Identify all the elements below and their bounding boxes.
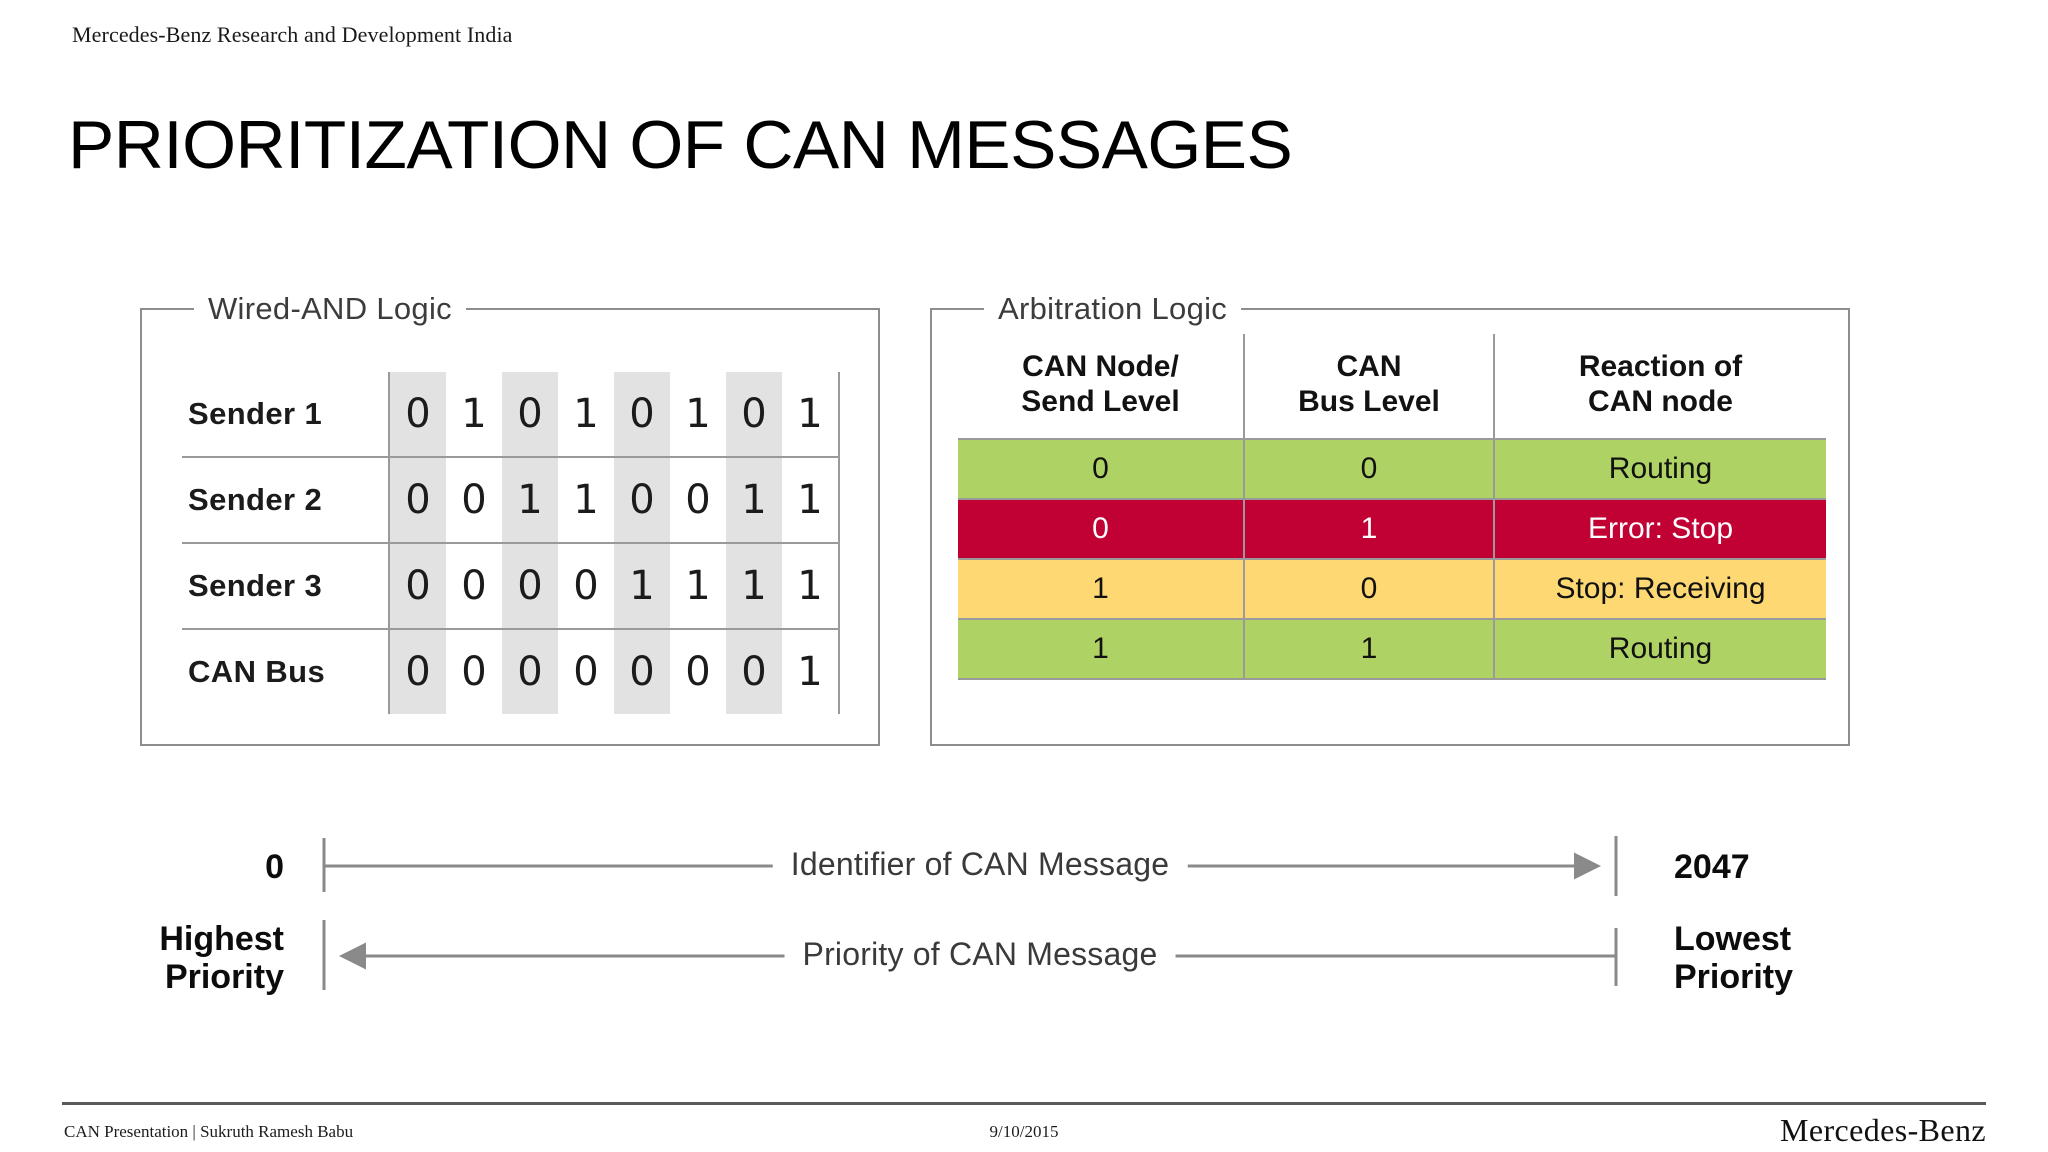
row-label: Sender 1: [188, 396, 323, 431]
arbitration-logic-group: Arbitration Logic CAN Node/Send Level CA…: [930, 291, 1850, 746]
arbitration-legend: Arbitration Logic: [984, 291, 1242, 327]
bit-cell: 1: [670, 542, 726, 629]
footer-date: 9/10/2015: [989, 1122, 1059, 1141]
identifier-left-cap: 0: [265, 848, 284, 886]
bit-cell: 1: [782, 628, 840, 714]
bit-cell: 0: [502, 372, 558, 457]
identifier-right-cap: 2047: [1674, 848, 1750, 886]
bit-cell: 1: [685, 391, 711, 437]
bit-cell: 0: [502, 628, 558, 714]
footer-divider: [62, 1102, 1986, 1105]
bit-cell: 0: [446, 542, 502, 629]
cell-send-level: 0: [958, 438, 1245, 500]
identifier-axis-label: Identifier of CAN Message: [772, 846, 1188, 883]
wired-and-legend: Wired-AND Logic: [194, 291, 466, 327]
cell-reaction: Stop: Receiving: [1494, 558, 1826, 620]
bit-cell: 0: [614, 372, 670, 457]
bit-cell: 0: [388, 372, 446, 457]
bit-cell: 0: [726, 628, 782, 714]
bit-cell: 1: [726, 456, 782, 543]
bit-cell: 0: [446, 628, 502, 714]
cell-bus-level: 0: [1244, 438, 1495, 500]
bit-cell: 0: [388, 542, 446, 629]
cell-bus-level: 1: [1244, 618, 1495, 680]
priority-range-diagram: 0 2047 Identifier of CAN Message Highest…: [159, 830, 1793, 1010]
bit-cell: 0: [502, 542, 558, 629]
bit-cell: 0: [388, 628, 446, 714]
bit-cell: 1: [782, 456, 840, 543]
bit-cell: 0: [614, 628, 670, 714]
bit-cell: 0: [670, 456, 726, 543]
bit-cell: 1: [782, 542, 840, 629]
bit-cell: 1: [782, 372, 840, 457]
bit-cell: 0: [726, 372, 782, 457]
cell-send-level: 1: [958, 618, 1245, 680]
organization-eyebrow: Mercedes-Benz Research and Development I…: [72, 22, 513, 47]
bit-cell: 0: [558, 628, 614, 714]
cell-send-level: 1: [958, 558, 1245, 620]
priority-axis-row: Highest Priority Lowest Priority Priorit…: [159, 912, 1793, 1002]
bit-cell: 0: [670, 628, 726, 714]
cell-reaction: Error: Stop: [1494, 498, 1826, 560]
bit-cell: 1: [502, 456, 558, 543]
row-label: Sender 3: [182, 542, 389, 629]
priority-left-cap: Highest Priority: [159, 920, 284, 997]
cell-send-level: 0: [958, 498, 1245, 560]
bit-cell: 1: [461, 391, 487, 437]
priority-axis-label: Priority of CAN Message: [784, 936, 1176, 973]
footer-presentation-info: CAN Presentation | Sukruth Ramesh Babu: [64, 1122, 354, 1141]
row-label: Sender 2: [182, 456, 389, 543]
bit-cell: 0: [446, 456, 502, 543]
bit-cell: 1: [614, 542, 670, 629]
column-header-send-level: CAN Node/Send Level: [958, 334, 1245, 440]
bit-cell: 1: [726, 542, 782, 629]
page-title: PRIORITIZATION OF CAN MESSAGES: [68, 106, 1293, 183]
bit-cell: 0: [614, 456, 670, 543]
bit-cell: 0: [388, 456, 446, 543]
row-label: CAN Bus: [182, 628, 389, 714]
cell-reaction: Routing: [1494, 618, 1826, 680]
bit-cell: 1: [573, 391, 599, 437]
cell-bus-level: 0: [1244, 558, 1495, 620]
cell-reaction: Routing: [1494, 438, 1826, 500]
bit-cell: 1: [558, 456, 614, 543]
identifier-axis-row: 0 2047 Identifier of CAN Message: [265, 830, 1750, 904]
cell-bus-level: 1: [1244, 498, 1495, 560]
bit-cell: 0: [558, 542, 614, 629]
priority-right-cap: Lowest Priority: [1674, 920, 1794, 997]
mercedes-benz-logo: Mercedes-Benz: [1780, 1112, 1986, 1148]
